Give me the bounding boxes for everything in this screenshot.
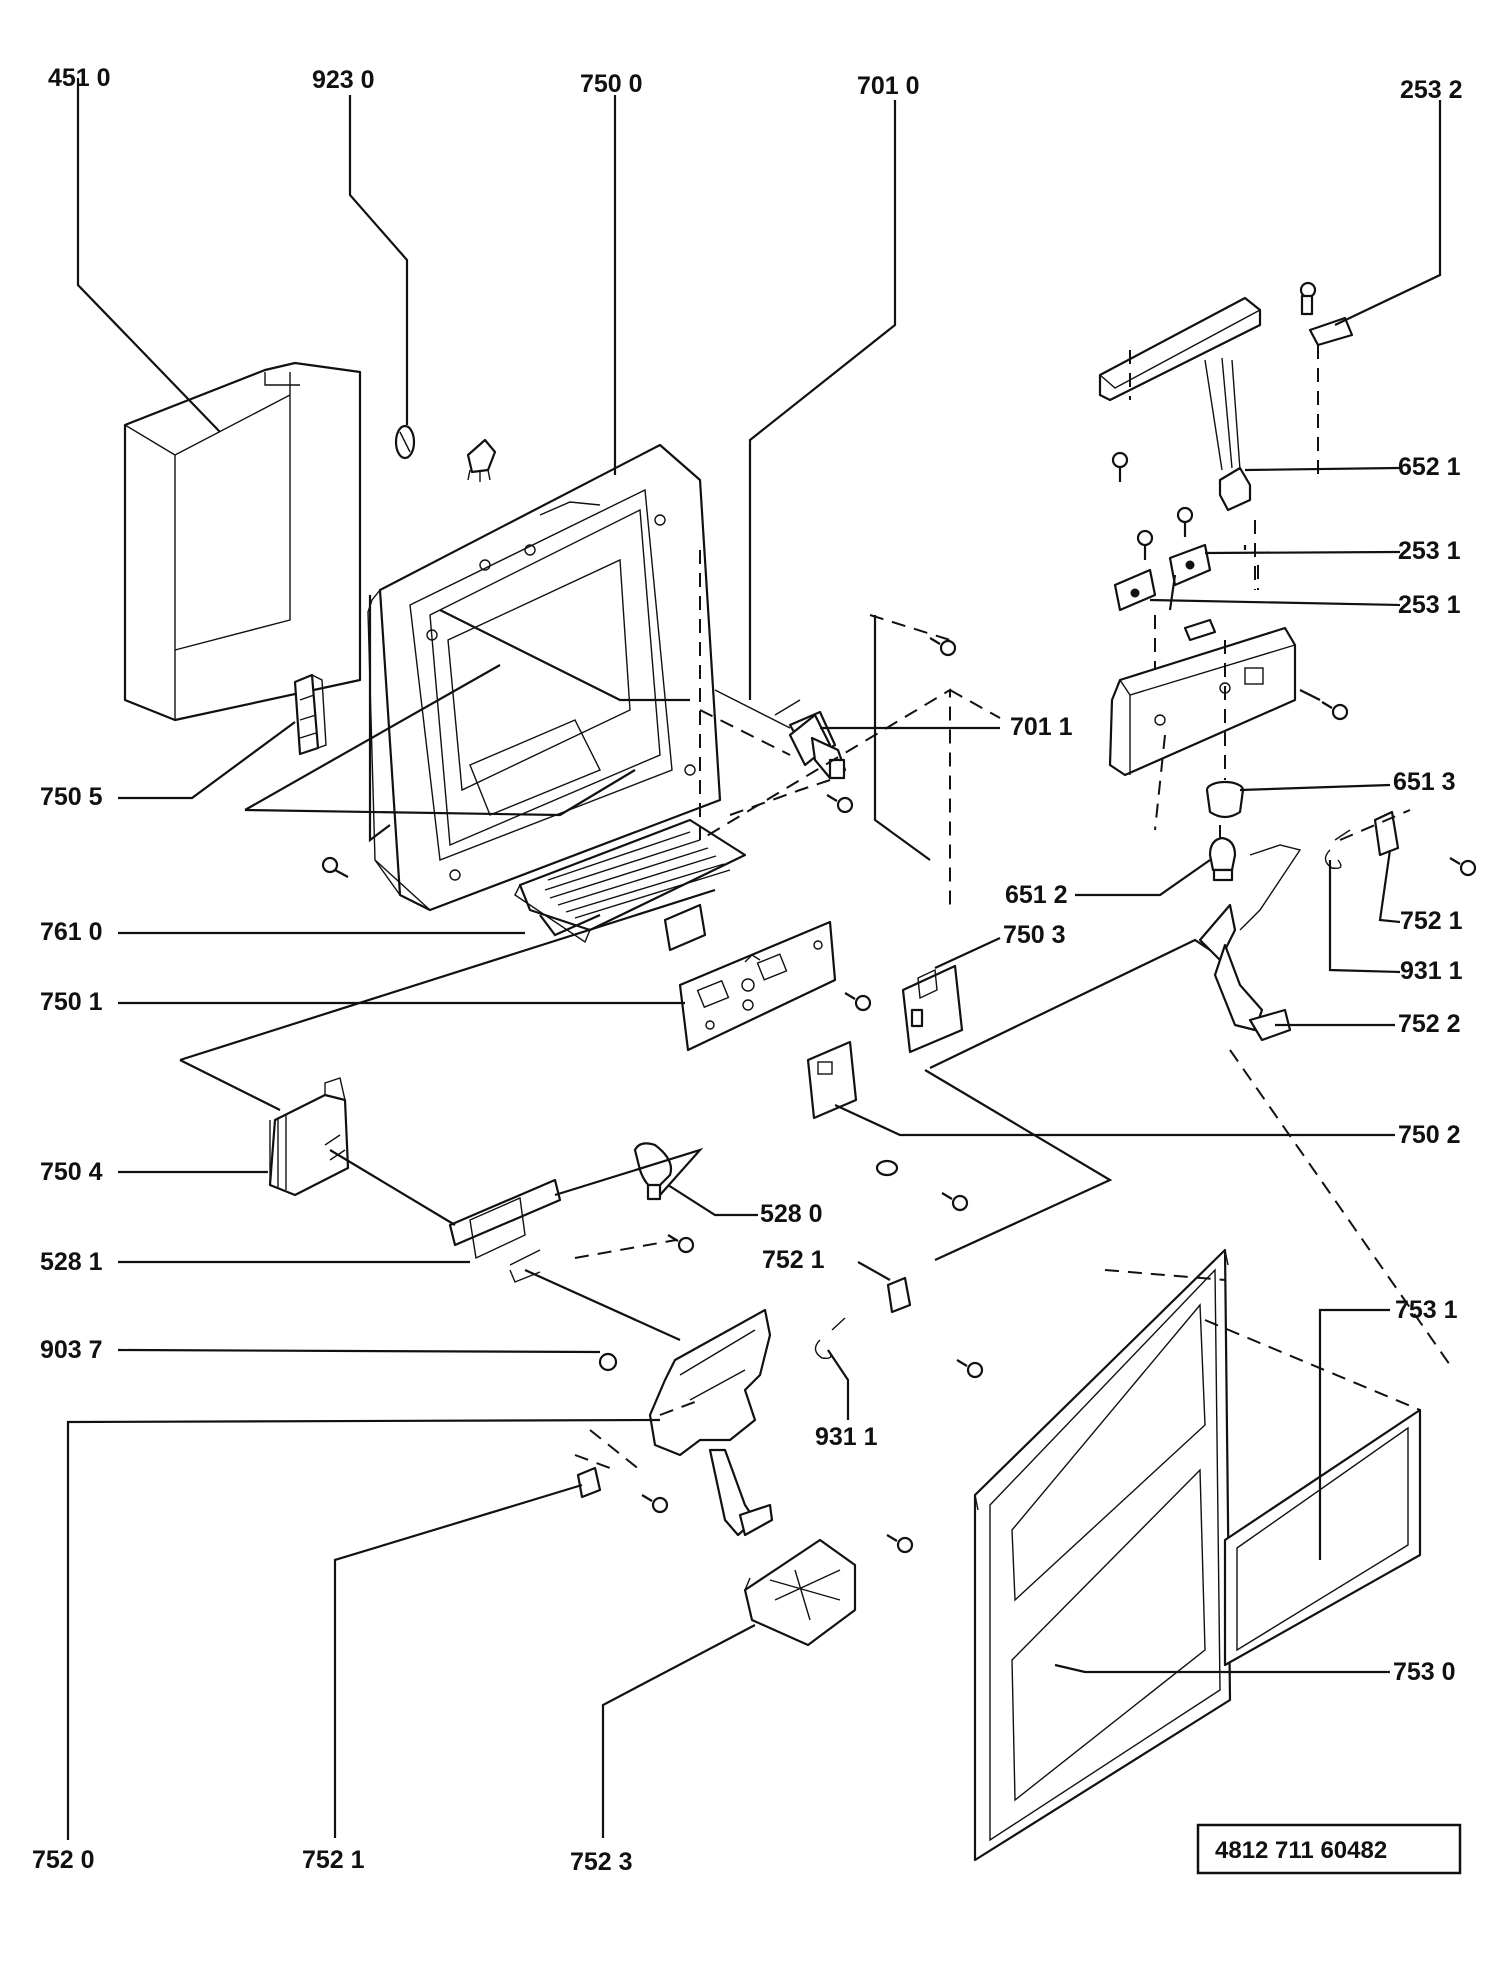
- part-mount-tab: [1183, 618, 1217, 642]
- part-clip-mid: [886, 1276, 912, 1314]
- part-labels: 451 0 923 0 750 0 701 0 253 2 652 1 253 …: [32, 64, 1463, 1876]
- part-bracket-right: [901, 964, 964, 1054]
- screws: [321, 451, 1477, 1554]
- part-clip-upper: [1373, 810, 1400, 857]
- label-761-0: 761 0: [40, 918, 103, 946]
- part-terminal-block-b: [1113, 568, 1157, 612]
- label-931-1-a: 931 1: [1400, 957, 1463, 985]
- label-750-5: 750 5: [40, 783, 103, 811]
- part-lamp-clip: [394, 424, 416, 460]
- part-bulb: [1208, 836, 1237, 882]
- label-528-0: 528 0: [760, 1200, 823, 1228]
- label-651-3: 651 3: [1393, 768, 1456, 796]
- document-code-box: 4812 711 60482: [1196, 1823, 1462, 1875]
- part-main-frame: [367, 443, 722, 912]
- part-hinge-cover: [743, 1538, 857, 1647]
- label-750-4: 750 4: [40, 1158, 103, 1186]
- part-thermostat: [714, 689, 847, 780]
- part-top-bracket: [1299, 281, 1354, 347]
- part-clip-lower: [576, 1466, 602, 1499]
- part-terminal-block-a: [1168, 543, 1212, 587]
- label-753-0: 753 0: [1393, 1658, 1456, 1686]
- label-753-1: 753 1: [1395, 1296, 1458, 1324]
- label-752-0: 752 0: [32, 1846, 95, 1874]
- part-door-catch: [268, 1077, 350, 1197]
- document-code: 4812 711 60482: [1215, 1837, 1387, 1864]
- label-903-7: 903 7: [40, 1336, 103, 1364]
- part-lower-channel: [1108, 626, 1297, 777]
- label-651-2: 651 2: [1005, 881, 1068, 909]
- part-control-plate: [663, 903, 837, 1052]
- part-cam-disk: [633, 1142, 673, 1201]
- label-752-1-c: 752 1: [302, 1846, 365, 1874]
- part-top-rail: [1098, 296, 1262, 402]
- label-923-0: 923 0: [312, 66, 375, 94]
- part-lamp-socket: [466, 438, 497, 482]
- label-752-1-a: 752 1: [1400, 907, 1463, 935]
- part-door-insert: [1223, 1408, 1422, 1667]
- label-752-1-b: 752 1: [762, 1246, 825, 1274]
- part-bracket-lower: [806, 1040, 858, 1120]
- part-spring-upper: [1324, 829, 1351, 870]
- label-652-1: 652 1: [1398, 453, 1461, 481]
- label-931-1-b: 931 1: [815, 1423, 878, 1451]
- part-small-block: [293, 673, 327, 756]
- part-grille: [514, 818, 747, 944]
- label-701-1: 701 1: [1010, 713, 1073, 741]
- part-hinge-arm: [1198, 844, 1302, 1042]
- label-752-2: 752 2: [1398, 1010, 1461, 1038]
- label-750-1: 750 1: [40, 988, 103, 1016]
- label-253-1-b: 253 1: [1398, 591, 1461, 619]
- label-750-3: 750 3: [1003, 921, 1066, 949]
- label-750-0: 750 0: [580, 70, 643, 98]
- leader-lines: [66, 78, 1442, 1840]
- label-752-3: 752 3: [570, 1848, 633, 1876]
- assembly-dashed-lines: [574, 345, 1451, 1471]
- label-451-0: 451 0: [48, 64, 111, 92]
- part-door-hinge: [648, 1308, 774, 1537]
- label-750-2: 750 2: [1398, 1121, 1461, 1149]
- part-hinge-bracket: [448, 1178, 562, 1283]
- label-253-1-a: 253 1: [1398, 537, 1461, 565]
- label-528-1: 528 1: [40, 1248, 103, 1276]
- part-cover-panel: [123, 361, 362, 722]
- label-253-2: 253 2: [1400, 76, 1463, 104]
- part-switch: [1204, 357, 1252, 512]
- label-701-0: 701 0: [857, 72, 920, 100]
- part-cap: [1205, 780, 1245, 819]
- part-door-panel: [973, 1248, 1232, 1862]
